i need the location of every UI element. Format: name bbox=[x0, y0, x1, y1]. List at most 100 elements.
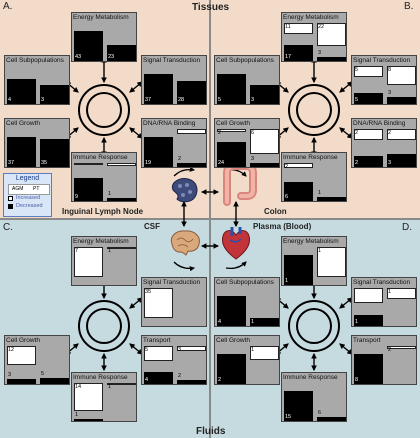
panel-d-transport-pt-increased-count: 2 bbox=[388, 347, 392, 353]
panel-d-cell-growth-agm-decreased-count: 2 bbox=[218, 377, 222, 383]
panel-b-dna-rna-binding-pt-decreased-bar bbox=[387, 154, 416, 167]
panel-b-immune-response-title: Immune Response bbox=[283, 154, 338, 161]
panel-d-cell-subpopulations-pt-decreased-bar bbox=[250, 318, 279, 326]
panel-a-energy-metabolism-pt-decreased-bar bbox=[107, 45, 136, 61]
quadrant-label-c: C. bbox=[3, 222, 13, 233]
panel-c-immune-response-agm-increased-bar bbox=[74, 383, 103, 411]
panel-a-cell-subpopulations-title: Cell Subpopulations bbox=[6, 57, 64, 64]
legend-increased-swatch bbox=[8, 196, 13, 201]
quadrant-label-a: A. bbox=[3, 1, 13, 12]
hub-ring-a bbox=[78, 84, 130, 136]
panel-c-immune-response-pt-increased-bar bbox=[107, 383, 136, 385]
panel-d-cell-growth: Cell Growth 2 1 bbox=[214, 335, 280, 385]
panel-c-immune-response-agm-decreased-count: 1 bbox=[75, 412, 79, 418]
panel-d-cell-growth-agm-decreased-bar bbox=[217, 354, 246, 384]
panel-c-signal-transduction-agm-increased-bar bbox=[144, 288, 173, 318]
panel-d-signal-transduction-agm-increased-bar bbox=[354, 288, 383, 303]
panel-b-energy-metabolism-pt-decreased-count: 3 bbox=[318, 50, 322, 56]
panel-d-energy-metabolism-pt-increased-count: 1 bbox=[318, 248, 322, 254]
panel-a-cell-growth-agm-decreased-count: 37 bbox=[8, 160, 15, 166]
panel-d-cell-subpopulations-title: Cell Subpopulations bbox=[216, 279, 274, 286]
panel-d-cell-growth-pt-increased-count: 1 bbox=[251, 347, 255, 353]
panel-c-immune-response-pt-increased-count: 1 bbox=[108, 384, 112, 390]
panel-a-cell-subpopulations-pt-decreased-count: 3 bbox=[41, 97, 45, 103]
panel-c-transport-agm-decreased-count: 4 bbox=[145, 377, 149, 383]
heart-icon bbox=[222, 227, 250, 260]
panel-c-cell-growth-pt-decreased-count: 5 bbox=[41, 371, 45, 377]
panel-b-cell-subpopulations-pt-decreased-bar bbox=[250, 85, 279, 104]
panel-b-dna-rna-binding-agm-decreased-count: 2 bbox=[355, 160, 359, 166]
panel-a-signal-transduction-pt-decreased-bar bbox=[177, 81, 206, 104]
legend-decreased-label: Decreased bbox=[16, 203, 43, 209]
panel-a-dna-rna-binding-agm-decreased-bar bbox=[144, 137, 173, 167]
horizontal-divider bbox=[0, 218, 420, 220]
panel-a-cell-subpopulations-agm-decreased-bar bbox=[7, 79, 36, 104]
panel-a-signal-transduction-agm-decreased-bar bbox=[144, 74, 173, 104]
panel-d-cell-growth-title: Cell Growth bbox=[216, 337, 250, 344]
panel-a-signal-transduction-pt-decreased-count: 28 bbox=[178, 97, 185, 103]
hub-ring-d bbox=[288, 300, 340, 352]
legend-increased-label: Increased bbox=[16, 195, 41, 201]
panel-b-signal-transduction-pt-increased-count: 8 bbox=[388, 67, 392, 73]
panel-d-cell-subpopulations-agm-decreased-bar bbox=[217, 296, 246, 326]
panel-b-cell-growth-agm-increased-bar bbox=[217, 129, 246, 132]
panel-b-cell-subpopulations-agm-decreased-bar bbox=[217, 74, 246, 104]
panel-a-cell-growth-agm-decreased-bar bbox=[7, 137, 36, 167]
panel-b-dna-rna-binding-agm-decreased-bar bbox=[354, 156, 383, 167]
hub-ring-c bbox=[78, 300, 130, 352]
section-title-fluids: Fluids bbox=[196, 426, 226, 437]
sublabel-colon: Colon bbox=[264, 207, 287, 216]
panel-c-transport-pt-decreased-count: 2 bbox=[178, 373, 182, 379]
panel-b-dna-rna-binding-pt-increased-count: 2 bbox=[388, 130, 392, 136]
panel-c-transport-pt-increased-count: 3 bbox=[178, 347, 182, 353]
panel-b-immune-response-agm-decreased-bar bbox=[284, 182, 313, 201]
panel-b-cell-subpopulations-title: Cell Subpopulations bbox=[216, 57, 274, 64]
panel-a-dna-rna-binding-pt-increased-bar bbox=[177, 129, 206, 134]
panel-b-cell-growth-agm-increased-count: 2 bbox=[218, 130, 222, 136]
panel-c-cell-growth-agm-increased-count: 12 bbox=[8, 347, 15, 353]
panel-b-signal-transduction-pt-increased-bar bbox=[387, 66, 416, 85]
panel-d-energy-metabolism: Energy Metabolism 1 1 bbox=[281, 236, 347, 286]
legend-col-agm: AGM bbox=[12, 186, 24, 192]
panel-d-immune-response-pt-decreased-count: 6 bbox=[318, 410, 322, 416]
panel-b-cell-growth-pt-increased-count: 6 bbox=[251, 130, 255, 136]
panel-d-energy-metabolism-title: Energy Metabolism bbox=[283, 238, 339, 245]
panel-d-cell-subpopulations-agm-decreased-count: 4 bbox=[218, 319, 222, 325]
panel-a-dna-rna-binding-pt-decreased-bar bbox=[177, 163, 206, 167]
panel-a-energy-metabolism-agm-decreased-count: 43 bbox=[75, 54, 82, 60]
panel-c-cell-growth-title: Cell Growth bbox=[6, 337, 40, 344]
panel-b-dna-rna-binding-agm-increased-count: 2 bbox=[355, 130, 359, 136]
panel-b-cell-growth-agm-decreased-bar bbox=[217, 142, 246, 167]
panel-b-cell-growth-title: Cell Growth bbox=[216, 120, 250, 127]
panel-b-energy-metabolism-title: Energy Metabolism bbox=[283, 14, 339, 21]
panel-b-signal-transduction-agm-increased-count: 5 bbox=[355, 67, 359, 73]
panel-b-dna-rna-binding-title: DNA/RNA Binding bbox=[353, 120, 406, 127]
panel-a-cell-growth-pt-decreased-count: 35 bbox=[41, 160, 48, 166]
sublabel-plasma: Plasma (Blood) bbox=[253, 222, 312, 231]
panel-d-signal-transduction-agm-decreased-bar bbox=[354, 315, 383, 326]
panel-d-immune-response-agm-decreased-bar bbox=[284, 391, 313, 421]
panel-a-energy-metabolism-agm-decreased-bar bbox=[74, 31, 103, 61]
panel-c-energy-metabolism-title: Energy Metabolism bbox=[73, 238, 129, 245]
panel-b-dna-rna-binding-pt-decreased-count: 3 bbox=[388, 160, 392, 166]
panel-a-immune-response-pt-decreased-count: 1 bbox=[108, 191, 112, 197]
panel-a-immune-response-agm-decreased-count: 9 bbox=[75, 194, 79, 200]
panel-d-transport-title: Transport bbox=[353, 337, 381, 344]
panel-c-signal-transduction-agm-increased-count: 35 bbox=[145, 289, 152, 295]
panel-b-energy-metabolism-agm-decreased-count: 17 bbox=[285, 54, 292, 60]
panel-b-energy-metabolism-pt-decreased-bar bbox=[317, 57, 346, 61]
panel-a-signal-transduction-title: Signal Transduction bbox=[143, 57, 201, 64]
panel-b-signal-transduction-agm-decreased-bar bbox=[354, 93, 383, 104]
panel-d-energy-metabolism-agm-decreased-count: 1 bbox=[285, 278, 289, 284]
panel-a-immune-response-agm-decreased-bar bbox=[74, 178, 103, 201]
panel-b-immune-response-agm-decreased-count: 6 bbox=[285, 194, 289, 200]
sublabel-csf: CSF bbox=[144, 222, 160, 231]
